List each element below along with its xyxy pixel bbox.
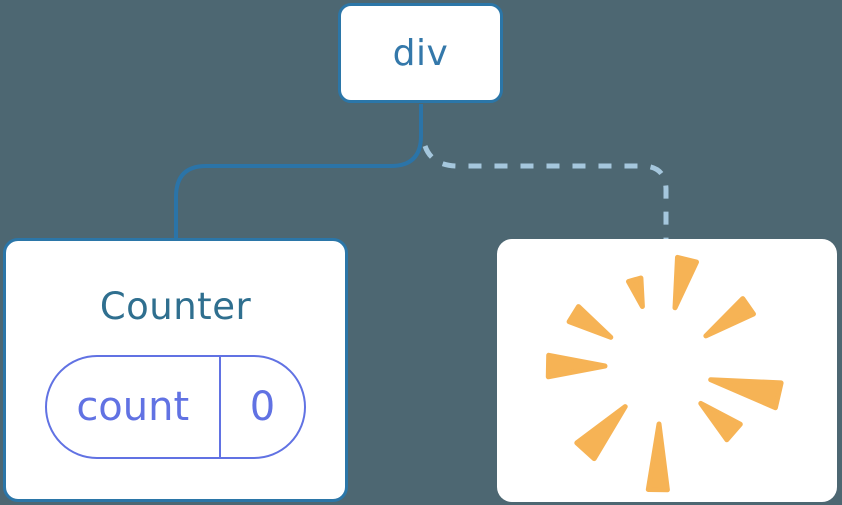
connector-removed-edge [422, 145, 669, 241]
starburst-poof-icon [545, 254, 784, 493]
starburst-ray [708, 377, 784, 411]
starburst-ray [698, 400, 743, 443]
root-div-label: div [392, 32, 449, 74]
state-value-label: 0 [249, 384, 276, 430]
starburst-ray [703, 296, 756, 339]
starburst-ray [626, 275, 645, 309]
starburst-ray [574, 404, 628, 462]
starburst-ray [566, 304, 614, 340]
starburst-ray [545, 352, 608, 380]
counter-title: Counter [99, 285, 252, 328]
state-pill-divider [218, 357, 221, 457]
root-div-node: div [338, 3, 503, 103]
starburst-ray [672, 254, 699, 311]
connector-kept-edge [174, 104, 423, 240]
removed-component-node [497, 239, 837, 502]
state-key-label: count [76, 384, 190, 430]
count-state-pill: count 0 [45, 355, 306, 459]
counter-component-node: Counter count 0 [3, 238, 348, 502]
starburst-ray [645, 421, 670, 493]
